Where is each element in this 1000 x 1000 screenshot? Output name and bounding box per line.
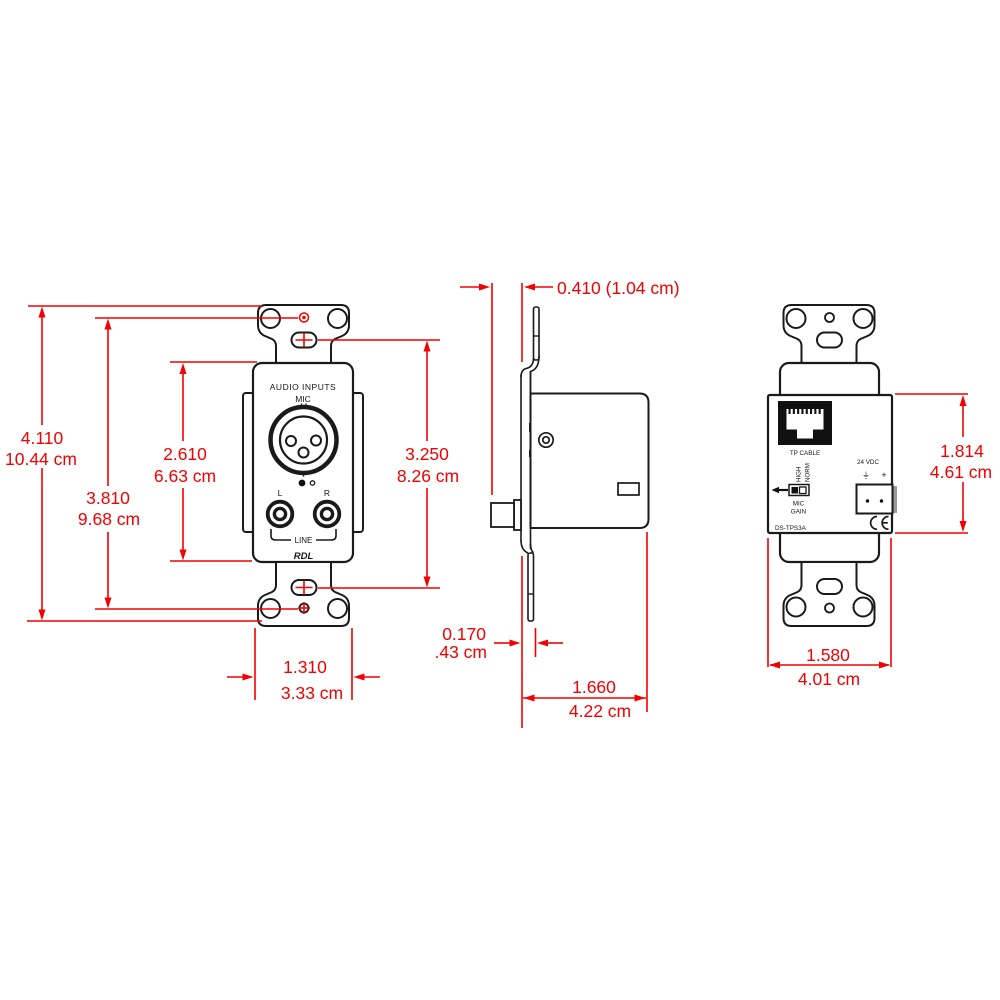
dim-module-width-in: 1.580	[806, 645, 850, 665]
supply-label: 24 VDC	[857, 459, 880, 466]
dim-plate-thickness-cm: .43 cm	[434, 642, 487, 662]
led-small-circle	[309, 480, 316, 486]
dim-front-protrusion: 0.410 (1.04 cm)	[460, 278, 680, 495]
dimension-lines: 4.110 10.44 cm 3.810 9.68 cm 2.610 6.63 …	[5, 278, 992, 728]
rear-bottom-ear-hole-right	[852, 596, 874, 618]
terminal-block-icon	[855, 483, 897, 515]
tp-cable-label: TP CABLE	[790, 450, 820, 457]
side-view	[490, 306, 650, 622]
rear-view: TP CABLE HIGH NORM MIC GAIN 24 VDC ⏚ + D…	[766, 304, 897, 627]
dim-overall-height-cm: 10.44 cm	[5, 449, 77, 469]
side-bottom-bend-front	[520, 539, 529, 554]
gain-norm-label: NORM	[805, 463, 812, 482]
side-top-bend-front	[520, 357, 535, 378]
xlr-connector-icon	[268, 403, 339, 477]
mic-gain-label-mic: MIC	[793, 501, 805, 508]
dim-plate-thickness-in: 0.170	[442, 624, 486, 644]
mic-gain-label-gain: GAIN	[791, 509, 807, 516]
rj45-jack-icon	[778, 401, 832, 445]
dim-module-height-cm: 4.61 cm	[930, 462, 992, 482]
dim-overall-height: 4.110 10.44 cm	[5, 306, 77, 621]
side-top-bend-back	[529, 355, 540, 393]
rear-bottom-slot	[816, 578, 843, 595]
line-bracket	[270, 529, 337, 541]
dim-slot-spacing-in: 3.250	[405, 444, 449, 464]
dim-hole-spacing: 3.810 9.68 cm	[78, 318, 140, 609]
dim-depth-in: 1.660	[572, 677, 616, 697]
front-top-ear-hole-right	[327, 308, 348, 329]
switch-arrow-icon	[771, 486, 788, 494]
brand-logo: RDL	[294, 551, 314, 562]
rca-jack-right-icon	[312, 499, 342, 529]
dim-slot-spacing: 3.250 8.26 cm	[397, 340, 459, 588]
dim-plate-width-in: 1.310	[283, 657, 327, 677]
rear-top-ear-hole-right	[852, 308, 874, 329]
audio-inputs-label: AUDIO INPUTS	[270, 382, 336, 392]
dim-plate-height-in: 2.610	[163, 444, 207, 464]
front-bottom-ear-hole-right	[327, 598, 348, 619]
dim-front-protrusion-label: 0.410 (1.04 cm)	[557, 278, 680, 298]
line-label: LINE	[295, 536, 313, 545]
ground-icon: ⏚	[862, 471, 870, 480]
left-channel-label: L	[278, 488, 283, 498]
dim-plate-thickness: 0.170 .43 cm	[434, 556, 563, 728]
right-channel-label: R	[324, 488, 330, 498]
front-bottom-slot-crosshair	[295, 580, 313, 595]
mic-label: MIC	[295, 394, 311, 404]
front-top-slot-crosshair	[295, 333, 313, 347]
rear-bottom-center-hole	[824, 602, 835, 614]
model-label: DS-TPS3A	[775, 525, 807, 532]
front-view: AUDIO INPUTS MIC L R	[242, 304, 364, 627]
side-screw-inner	[541, 435, 551, 445]
dim-hole-spacing-cm: 9.68 cm	[78, 509, 140, 529]
dim-depth-cm: 4.22 cm	[569, 701, 631, 721]
rear-top-slot	[816, 331, 843, 349]
gain-switch-icon	[788, 483, 810, 497]
dim-hole-spacing-in: 3.810	[86, 488, 130, 508]
rear-top-ear-hole-left	[785, 308, 807, 329]
gain-high-label: HIGH	[796, 467, 803, 482]
side-bottom-bend-back	[529, 543, 535, 554]
dim-module-height-in: 1.814	[940, 441, 984, 461]
led-dot	[298, 479, 306, 487]
side-rca-base	[513, 499, 522, 531]
dim-depth: 1.660 4.22 cm	[523, 532, 648, 721]
dim-plate-height-cm: 6.63 cm	[154, 466, 216, 486]
rear-bottom-ear-hole-left	[785, 596, 807, 618]
front-top-center-hole-mark	[302, 315, 306, 320]
side-bottom-tab	[527, 552, 535, 622]
front-bottom-center-hole-crosshair	[298, 602, 310, 614]
dim-slot-spacing-cm: 8.26 cm	[397, 466, 459, 486]
dim-module-width-cm: 4.01 cm	[798, 669, 860, 689]
dim-overall-height-in: 4.110	[21, 428, 64, 448]
side-top-tab	[532, 306, 540, 361]
side-rca-tip	[490, 502, 515, 528]
dim-plate-width-cm: 3.33 cm	[281, 683, 343, 703]
ce-mark-icon	[869, 515, 889, 531]
dim-plate-width: 1.310 3.33 cm	[227, 628, 380, 703]
dim-module-height: 1.814 4.61 cm	[895, 393, 992, 534]
plus-label: +	[881, 470, 886, 480]
side-module-slot	[617, 482, 640, 496]
dim-plate-height: 2.610 6.63 cm	[154, 363, 216, 561]
side-module-box	[529, 392, 650, 529]
rca-jack-left-icon	[265, 499, 295, 529]
dim-module-width: 1.580 4.01 cm	[767, 538, 892, 689]
rear-top-center-hole	[824, 312, 835, 323]
